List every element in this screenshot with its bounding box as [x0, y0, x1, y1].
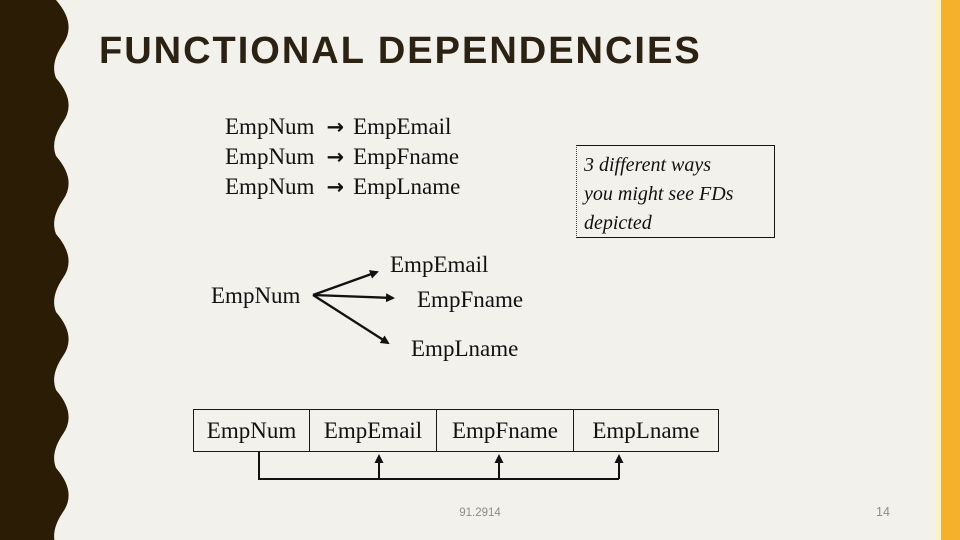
right-accent-bar [941, 0, 960, 540]
right-accent-strip [936, 0, 941, 540]
fd-line: EmpNum → EmpFname [225, 144, 460, 174]
fd-lhs: EmpNum [225, 114, 315, 139]
note-line: 3 different ways [584, 154, 712, 176]
fd-lhs: EmpNum [225, 144, 315, 169]
diagram-target-label: EmpLname [411, 336, 519, 361]
table-cell: EmpEmail [309, 410, 436, 451]
right-arrow-glyph: → [326, 115, 345, 139]
fd-line: EmpNum → EmpLname [225, 174, 460, 204]
note-box: 3 different ways you might see FDs depic… [576, 145, 775, 238]
table-cell: EmpLname [573, 410, 718, 451]
footer-text: 91.2914 [459, 507, 501, 519]
fd-rhs: EmpEmail [353, 114, 452, 139]
diagram-target-label: EmpEmail [390, 252, 489, 277]
table-cell: EmpNum [206, 417, 297, 443]
fd-notation-list: EmpNum→EmpEmail EmpNum→EmpFname EmpNum→E… [225, 114, 460, 204]
table-cell: EmpFname [436, 410, 573, 451]
left-wave-decoration [0, 0, 69, 540]
note-line: you might see FDs [584, 183, 734, 205]
fd-line: EmpNum → EmpEmail [225, 114, 460, 144]
fd-rhs: EmpLname [353, 174, 461, 199]
right-arrow-glyph: → [326, 145, 345, 169]
right-arrow-glyph: → [326, 175, 345, 199]
diagram-source-label: EmpNum [211, 283, 301, 308]
relation-table: EmpNum EmpEmail EmpFname EmpLname [193, 409, 719, 452]
slide-title: FUNCTIONAL DEPENDENCIES [99, 30, 702, 72]
fd-rhs: EmpFname [353, 144, 460, 169]
diagram-target-label: EmpFname [417, 287, 524, 312]
note-line: depicted [584, 212, 652, 234]
table-dependency-bracket [258, 452, 624, 480]
slide-page-number: 14 [876, 505, 890, 519]
fd-lhs: EmpNum [225, 174, 315, 199]
fanout-arrows [312, 270, 395, 345]
